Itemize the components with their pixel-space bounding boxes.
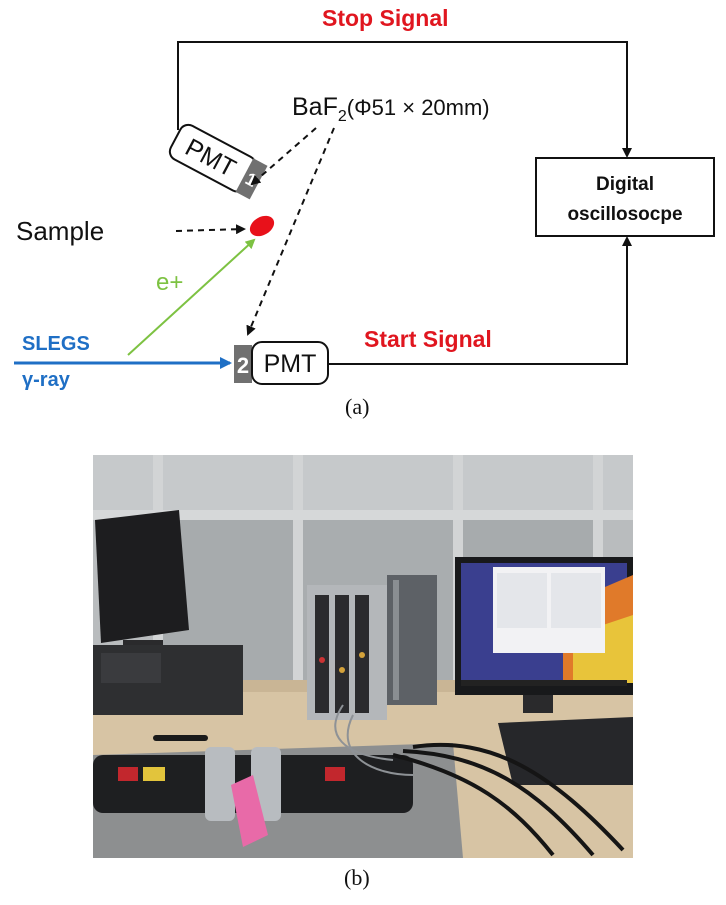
pmt-2-label: PMT <box>264 350 317 378</box>
lab-photograph <box>93 455 633 858</box>
pmt-2-window <box>234 345 252 383</box>
oscilloscope-label-line2: oscillosocpe <box>567 204 682 225</box>
positron-path-arrow <box>127 238 256 356</box>
pmt-1-detector: PMT 1 <box>168 123 268 200</box>
crystal-arrow-to-pmt2 <box>246 127 335 336</box>
start-signal-label: Start Signal <box>364 326 492 352</box>
stop-signal-label: Stop Signal <box>322 5 449 31</box>
crystal-arrow-to-pmt1 <box>250 127 317 186</box>
beam-label-line2: γ-ray <box>22 369 71 391</box>
caption-a: (a) <box>345 394 370 419</box>
pmt-2-number: 2 <box>237 353 249 378</box>
oscilloscope-label-line1: Digital <box>596 174 654 195</box>
oscilloscope-box <box>535 157 715 237</box>
start-signal-wire <box>328 236 632 365</box>
sample-label: Sample <box>16 216 104 246</box>
sample-pointer-arrow <box>175 224 246 235</box>
pmt-2-detector: 2 PMT <box>234 341 329 385</box>
caption-b: (b) <box>344 865 370 890</box>
stop-signal-wire <box>177 41 632 158</box>
beam-label-line1: SLEGS <box>22 333 90 355</box>
positron-label: e+ <box>156 269 183 296</box>
sample-dot <box>249 215 275 237</box>
crystal-label: BaF2(Φ51 × 20mm) <box>292 93 490 125</box>
